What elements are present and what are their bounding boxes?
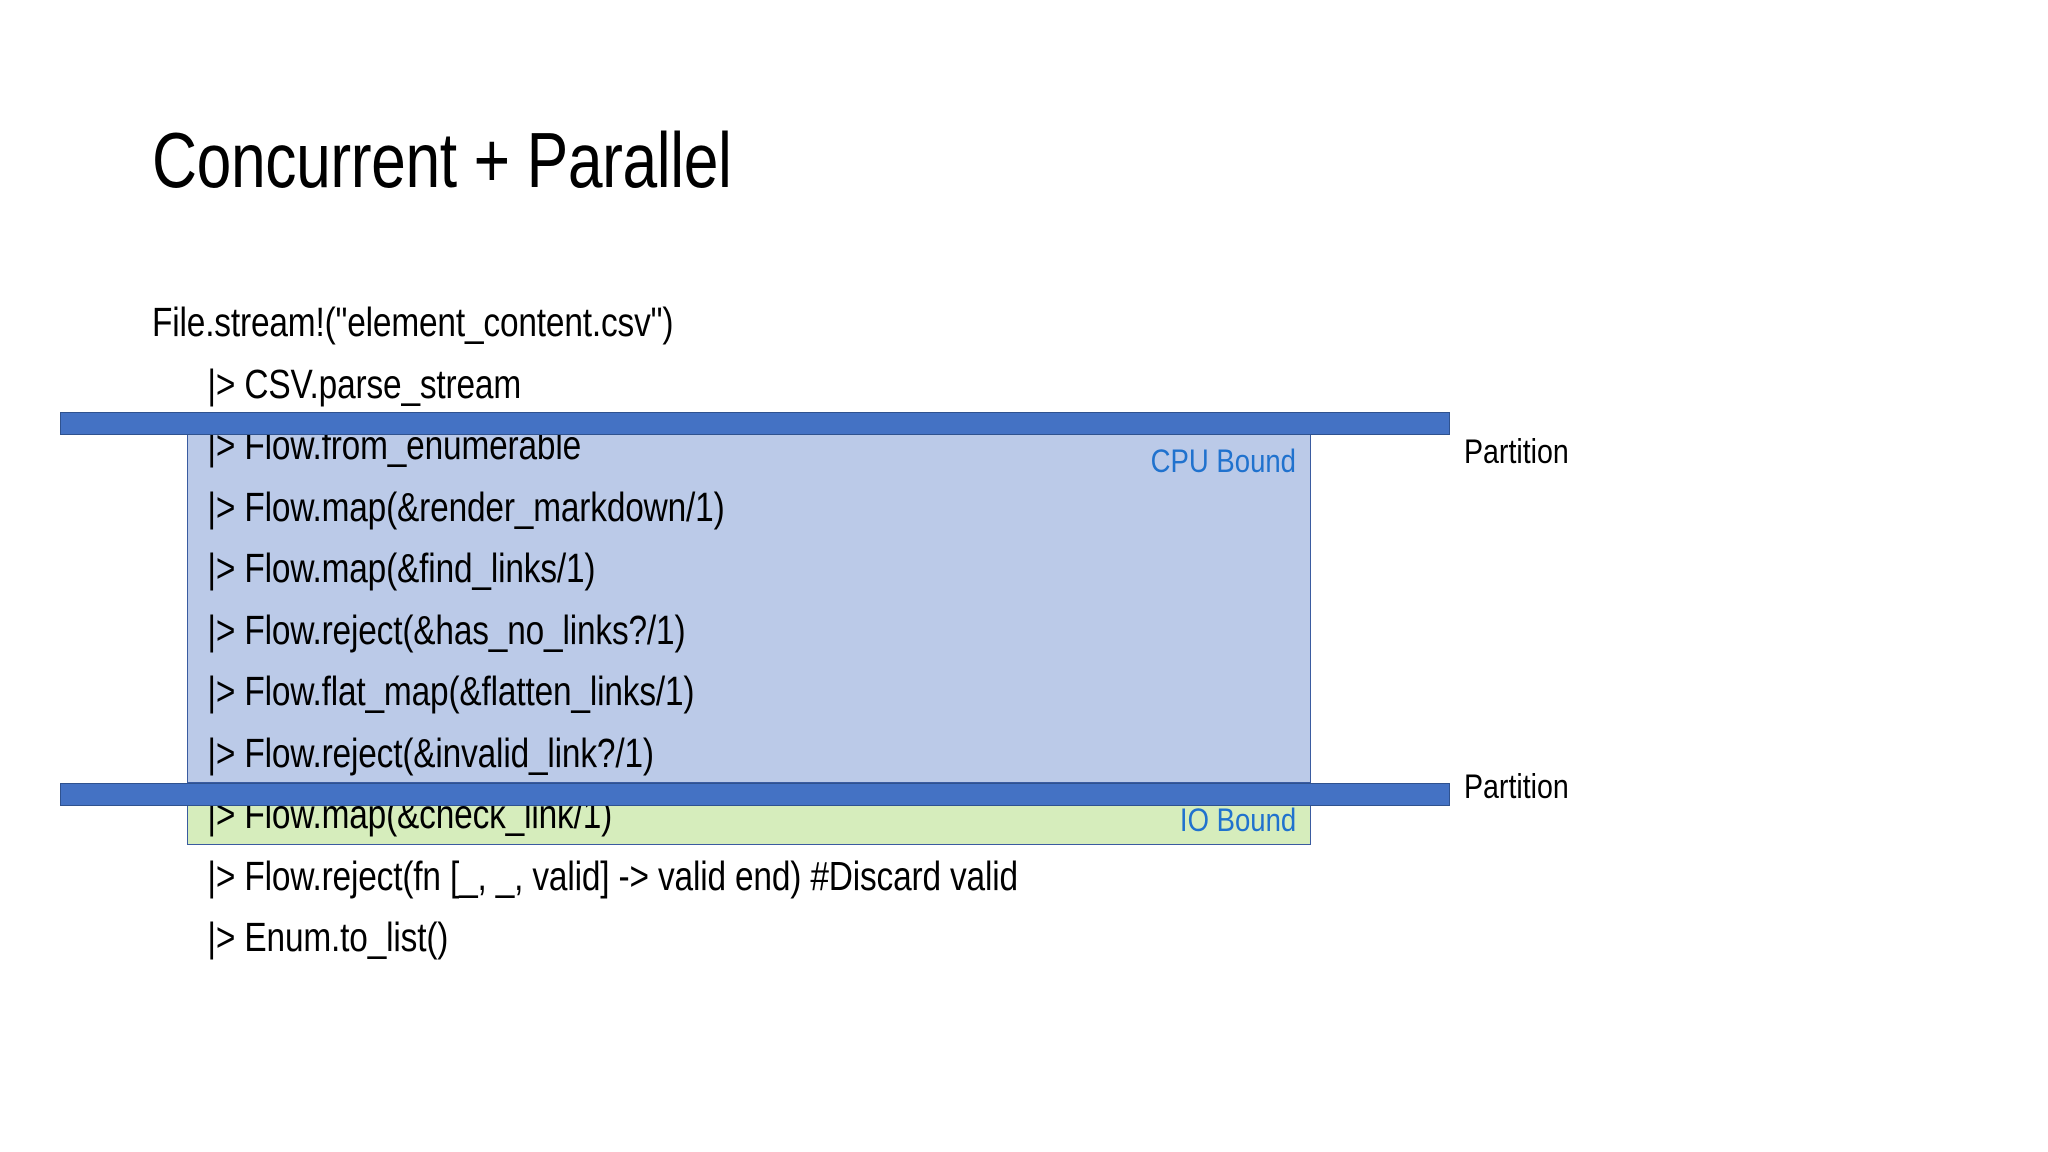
- partition-bar-top: [60, 412, 1450, 435]
- code-line: |> Flow.reject(&has_no_links?/1): [207, 606, 686, 653]
- code-line: |> Flow.flat_map(&flatten_links/1): [207, 668, 695, 714]
- cpu-bound-region: CPU Bound: [187, 418, 1311, 783]
- code-block: File.stream!("element_content.csv") |> C…: [152, 292, 1652, 969]
- code-line: |> Flow.reject(&invalid_link?/1): [207, 729, 654, 776]
- partition-label-bottom: Partition: [1464, 768, 1569, 806]
- code-line: |> Flow.map(&render_markdown/1): [207, 483, 725, 530]
- cpu-bound-label: CPU Bound: [1150, 443, 1296, 479]
- code-line: File.stream!("element_content.csv"): [152, 299, 674, 345]
- io-bound-label: IO Bound: [1179, 802, 1296, 838]
- code-line: |> Flow.map(&find_links/1): [207, 545, 596, 591]
- code-line: |> Enum.to_list(): [207, 914, 449, 960]
- partition-bar-bottom: [60, 783, 1450, 806]
- page-title: Concurrent + Parallel: [152, 116, 732, 204]
- code-line: |> CSV.parse_stream: [207, 360, 522, 407]
- code-line: |> Flow.reject(fn [_, _, valid] -> valid…: [207, 852, 1018, 899]
- partition-label-top: Partition: [1464, 433, 1569, 471]
